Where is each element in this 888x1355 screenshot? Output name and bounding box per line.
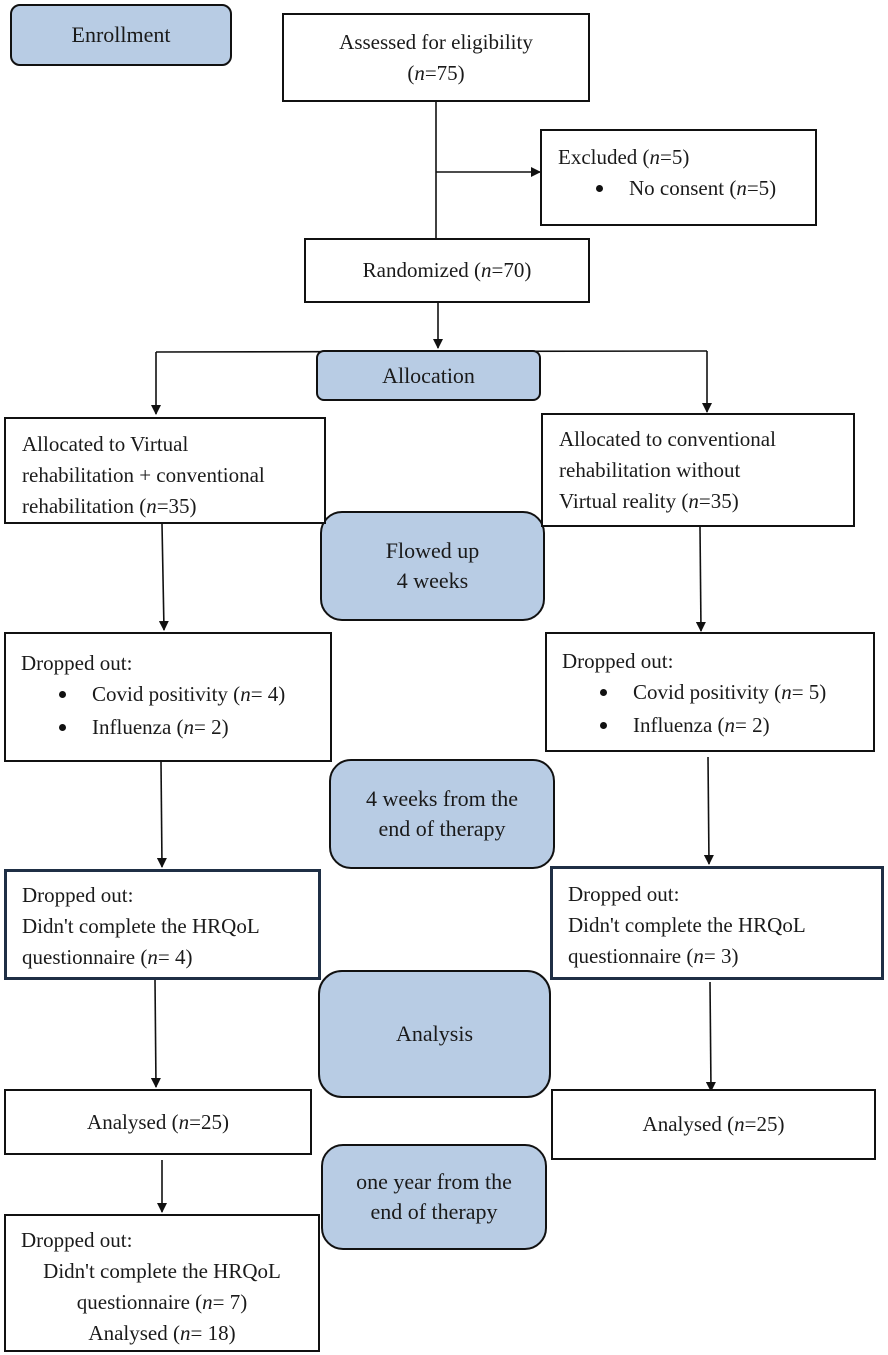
stage-four-weeks-line-1: 4 weeks from the bbox=[365, 786, 519, 811]
left-dropped2-line-2: Didn't complete the HRQoL bbox=[22, 914, 260, 938]
bullet-icon bbox=[59, 724, 66, 732]
excluded-item: No consent (n=5) bbox=[558, 173, 815, 204]
excluded-item-label: No consent (n=5) bbox=[629, 176, 777, 200]
excluded-box: Excluded (n=5) No consent (n=5) bbox=[540, 129, 817, 226]
arrow-right-allocated-dropped1 bbox=[695, 526, 706, 632]
assessed-label: Assessed for eligibility bbox=[339, 29, 533, 54]
right-analysed-box: Analysed (n=25) bbox=[551, 1089, 876, 1160]
bullet-icon bbox=[600, 689, 607, 697]
left-dropped2-line-1: Dropped out: bbox=[22, 883, 134, 907]
stage-one-year-line-1: one year from the bbox=[356, 1169, 512, 1194]
stage-enrollment: Enrollment bbox=[10, 4, 232, 66]
arrow-left-dropped2-analysed bbox=[150, 979, 161, 1088]
right-dropped2-line-2: Didn't complete the HRQoL bbox=[568, 913, 806, 937]
right-dropped2-box: Dropped out: Didn't complete the HRQoL q… bbox=[550, 866, 884, 980]
stage-four-weeks-end: 4 weeks from the end of therapy bbox=[329, 759, 555, 869]
right-dropped1-title: Dropped out: bbox=[562, 649, 674, 673]
randomized-box: Randomized (n=70) bbox=[304, 238, 590, 303]
stage-allocation: Allocation bbox=[316, 350, 541, 401]
stage-one-year: one year from the end of therapy bbox=[321, 1144, 547, 1250]
right-allocated-box: Allocated to conventional rehabilitation… bbox=[541, 413, 855, 527]
stage-followup-line-2: 4 weeks bbox=[396, 568, 469, 593]
stage-allocation-label: Allocation bbox=[382, 362, 475, 388]
right-dropped1-item-1-label: Covid positivity (n= 5) bbox=[633, 680, 827, 704]
left-dropped3-box: Dropped out: Didn't complete the HRQoL q… bbox=[4, 1214, 320, 1352]
left-dropped1-item-2-label: Influenza (n= 2) bbox=[92, 715, 229, 739]
right-dropped2-line-1: Dropped out: bbox=[568, 882, 680, 906]
left-dropped1-item-1: Covid positivity (n= 4) bbox=[21, 679, 330, 710]
left-allocated-line-1: Allocated to Virtual bbox=[22, 432, 189, 456]
stage-four-weeks-line-2: end of therapy bbox=[378, 816, 506, 841]
randomized-label: Randomized (n=70) bbox=[362, 258, 532, 282]
right-allocated-line-2: rehabilitation without bbox=[559, 458, 741, 482]
excluded-title: Excluded (n=5) bbox=[558, 145, 690, 169]
left-allocated-line-3: rehabilitation (n=35) bbox=[22, 494, 197, 518]
arrow-left-allocated-dropped1 bbox=[158, 523, 169, 631]
right-dropped1-box: Dropped out: Covid positivity (n= 5) Inf… bbox=[545, 632, 875, 752]
left-analysed-box: Analysed (n=25) bbox=[4, 1089, 312, 1155]
left-dropped3-line-2: Didn't complete the HRQoL bbox=[43, 1259, 281, 1283]
left-dropped3-line-3: questionnaire (n= 7) bbox=[76, 1290, 248, 1314]
left-allocated-line-2: rehabilitation + conventional bbox=[22, 463, 265, 487]
stage-analysis-label: Analysis bbox=[396, 1021, 473, 1046]
left-dropped1-item-2: Influenza (n= 2) bbox=[21, 712, 330, 743]
right-allocated-line-1: Allocated to conventional bbox=[559, 427, 776, 451]
right-dropped1-item-1: Covid positivity (n= 5) bbox=[562, 677, 873, 708]
stage-followup: Flowed up 4 weeks bbox=[320, 511, 545, 621]
right-dropped2-line-3: questionnaire (n= 3) bbox=[568, 944, 739, 968]
arrow-right-dropped1-dropped2 bbox=[703, 756, 714, 865]
bullet-icon bbox=[596, 185, 603, 193]
right-dropped1-item-2: Influenza (n= 2) bbox=[562, 710, 873, 741]
left-dropped1-box: Dropped out: Covid positivity (n= 4) Inf… bbox=[4, 632, 332, 762]
left-dropped3-line-1: Dropped out: bbox=[21, 1228, 133, 1252]
assessed-box: Assessed for eligibility (n=75) bbox=[282, 13, 590, 102]
right-allocated-line-3: Virtual reality (n=35) bbox=[559, 489, 739, 513]
stage-one-year-line-2: end of therapy bbox=[370, 1199, 498, 1224]
right-dropped1-item-2-label: Influenza (n= 2) bbox=[633, 713, 770, 737]
bullet-icon bbox=[59, 691, 66, 699]
left-dropped2-box: Dropped out: Didn't complete the HRQoL q… bbox=[4, 869, 321, 980]
left-dropped2-line-3: questionnaire (n= 4) bbox=[22, 945, 193, 969]
right-analysed-label: Analysed (n=25) bbox=[642, 1112, 785, 1136]
assessed-count: (n=75) bbox=[407, 60, 465, 85]
bullet-icon bbox=[600, 722, 607, 730]
left-analysed-label: Analysed (n=25) bbox=[87, 1109, 229, 1134]
stage-followup-line-1: Flowed up bbox=[385, 538, 480, 563]
left-allocated-box: Allocated to Virtual rehabilitation + co… bbox=[4, 417, 326, 524]
left-dropped1-item-1-label: Covid positivity (n= 4) bbox=[92, 682, 286, 706]
arrow-right-dropped2-analysed bbox=[705, 981, 716, 1092]
stage-analysis: Analysis bbox=[318, 970, 551, 1098]
left-dropped3-line-4: Analysed (n= 18) bbox=[88, 1321, 236, 1345]
left-dropped1-title: Dropped out: bbox=[21, 651, 133, 675]
stage-enrollment-label: Enrollment bbox=[71, 22, 171, 47]
arrow-left-dropped1-dropped2 bbox=[156, 761, 167, 868]
